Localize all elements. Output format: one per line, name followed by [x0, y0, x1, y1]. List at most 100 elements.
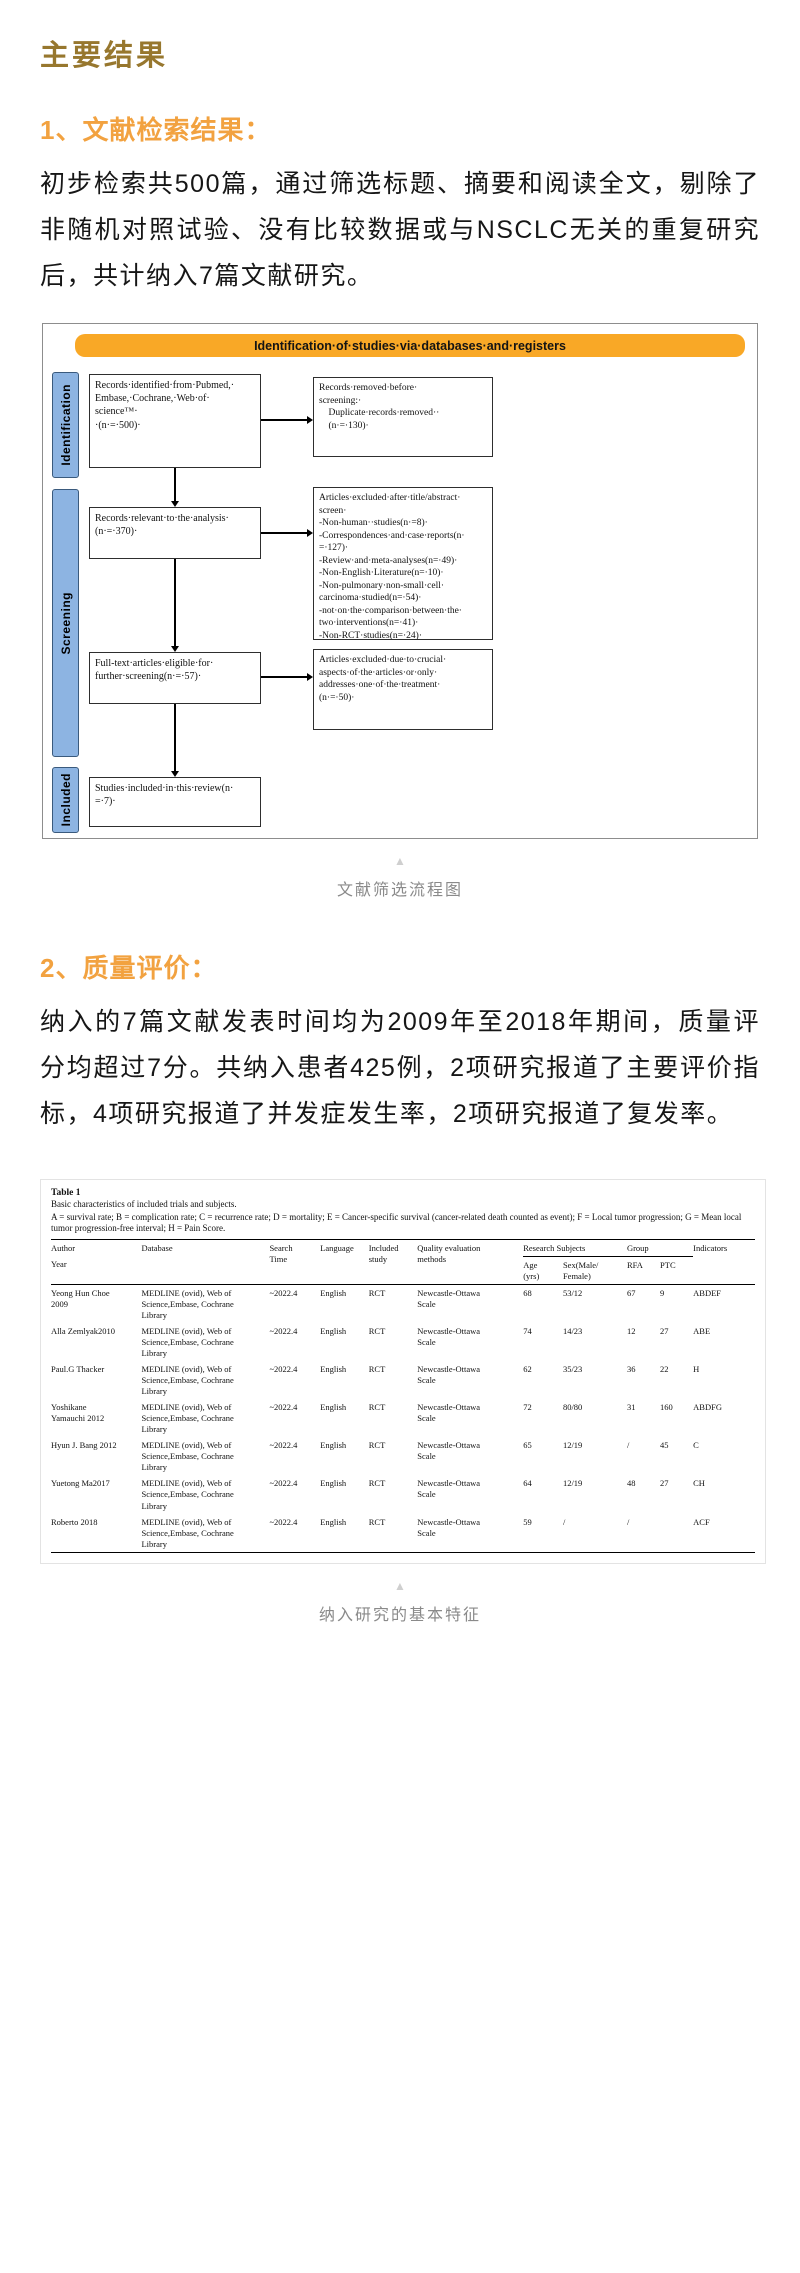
table-cell: ACF — [693, 1516, 710, 1527]
table-cell: English — [320, 1287, 347, 1298]
table-cell: Yuetong Ma2017 — [51, 1478, 110, 1489]
table-row: Yeong Hun Choe 2009 MEDLINE (ovid), Web o… — [51, 1285, 755, 1324]
table-cell: Yeong Hun Choe 2009 — [51, 1287, 110, 1309]
table-cell: English — [320, 1478, 347, 1489]
table-cell: MEDLINE (ovid), Web of Science,Embase, C… — [141, 1325, 234, 1358]
table-row: Paul.G Thacker MEDLINE (ovid), Web of Sci… — [51, 1361, 755, 1399]
table-cell: 31 — [626, 1402, 636, 1413]
table-header: Author Database Search Time Language Inc… — [51, 1239, 755, 1286]
table-cell: RCT — [368, 1478, 386, 1489]
table-cell: ~2022.4 — [269, 1363, 298, 1374]
table-cell: ABDEF — [693, 1287, 722, 1298]
table-cell: English — [320, 1325, 347, 1336]
section1-heading: 1、文献检索结果： — [40, 115, 272, 145]
table-cell: MEDLINE (ovid), Web of Science,Embase, C… — [141, 1287, 234, 1320]
table-cell: ~2022.4 — [269, 1325, 298, 1336]
table-cell: English — [320, 1516, 347, 1527]
section1-paragraph: 初步检索共500篇，通过筛选标题、摘要和阅读全文，剔除了非随机对照试验、没有比较… — [40, 170, 760, 290]
table-cell: 68 — [523, 1287, 532, 1298]
table-cell: / — [562, 1516, 566, 1527]
table-subtitle: Basic characteristics of included trials… — [51, 1199, 237, 1209]
table-cell: RCT — [368, 1402, 386, 1413]
table-cell: Newcastle-Ottawa Scale — [417, 1325, 481, 1347]
table-cell: 62 — [523, 1363, 532, 1374]
flow-box-records-removed: Records·removed·before· screening:· Dupl… — [313, 377, 493, 457]
table-cell: 64 — [523, 1478, 532, 1489]
table1-figure[interactable]: Table 1 Basic characteristics of include… — [40, 1179, 766, 1565]
table-cell: ABE — [693, 1325, 711, 1336]
section2-paragraph: 纳入的7篇文献发表时间均为2009年至2018年期间，质量评分均超过7分。共纳入… — [40, 1008, 760, 1128]
table-cell: Roberto 2018 — [51, 1516, 98, 1527]
flow-arrow-right-3 — [261, 673, 313, 680]
table-legend: A = survival rate; B = complication rate… — [51, 1211, 742, 1234]
table-cell: 22 — [660, 1363, 669, 1374]
table-cell: 36 — [626, 1363, 636, 1374]
col-age: Age (yrs) — [523, 1256, 563, 1286]
table-cell: 65 — [523, 1440, 532, 1451]
flow-box-records-identified: Records·identified·from·Pubmed,· Embase,… — [89, 374, 261, 468]
table-row: Alla Zemlyak2010 MEDLINE (ovid), Web of S… — [51, 1323, 755, 1361]
flow-box-articles-excluded-crucial: Articles·excluded·due·to·crucial· aspect… — [313, 649, 493, 730]
table-cell: Newcastle-Ottawa Scale — [417, 1402, 481, 1424]
table-cell: Alla Zemlyak2010 — [51, 1325, 115, 1336]
table-cell: MEDLINE (ovid), Web of Science,Embase, C… — [141, 1516, 234, 1549]
table-cell: 45 — [660, 1440, 669, 1451]
table-cell: / — [626, 1440, 630, 1451]
table-header-row-2: Year Age (yrs) Sex(Male/ Female) RFA PTC — [51, 1256, 755, 1286]
table-cell: Newcastle-Ottawa Scale — [417, 1440, 481, 1462]
table-cell: 9 — [660, 1287, 665, 1298]
table-cell — [660, 1514, 693, 1553]
stage-included: Included — [52, 767, 79, 833]
table-cell: Newcastle-Ottawa Scale — [417, 1363, 481, 1386]
col-author: Author — [51, 1242, 76, 1253]
table-cell: 53/12 — [562, 1287, 583, 1298]
prisma-flowchart-figure[interactable]: Identification·of·studies·via·databases·… — [42, 323, 758, 839]
col-rfa: RFA — [626, 1256, 661, 1286]
flow-box-articles-excluded-screen: Articles·excluded·after·title/abstract· … — [313, 487, 493, 640]
flow-arrow-right-1 — [261, 416, 313, 423]
table-cell: CH — [693, 1478, 705, 1489]
table-cell: ~2022.4 — [269, 1287, 298, 1298]
table-cell: 74 — [523, 1325, 532, 1336]
flowchart-title-bar: Identification·of·studies·via·databases·… — [75, 334, 745, 357]
table-cell: Yoshikane Yamauchi 2012 — [51, 1402, 105, 1424]
flow-arrow-down-2 — [171, 559, 178, 652]
table-cell: RCT — [368, 1440, 386, 1451]
stage-screening-label: Screening — [58, 591, 73, 655]
table-cell: MEDLINE (ovid), Web of Science,Embase, C… — [141, 1363, 234, 1397]
section2-heading: 2、质量评价： — [40, 953, 218, 983]
table-cell: 27 — [660, 1478, 669, 1489]
flow-arrow-right-2 — [261, 529, 313, 536]
flow-arrow-down-3 — [171, 704, 178, 777]
table-cell: 67 — [626, 1287, 636, 1298]
table-cell: 12/19 — [562, 1478, 583, 1489]
table-cell: H — [693, 1363, 700, 1374]
table-cell: 80/80 — [562, 1402, 583, 1413]
table-cell: 160 — [660, 1402, 673, 1413]
table-cell: ~2022.4 — [269, 1440, 298, 1451]
flow-box-records-relevant: Records·relevant·to·the·analysis· (n·=·3… — [89, 507, 261, 559]
table-row: Yoshikane Yamauchi 2012 MEDLINE (ovid), W… — [51, 1400, 755, 1438]
table-cell: 72 — [523, 1402, 532, 1413]
col-language: Language — [320, 1239, 369, 1286]
table-cell: ~2022.4 — [269, 1478, 298, 1489]
table-cell: 27 — [660, 1325, 669, 1336]
col-indicators: Indicators — [693, 1239, 755, 1286]
col-group: Group — [626, 1239, 694, 1258]
figure1-caption: 文献筛选流程图 — [336, 882, 463, 899]
table-cell: Paul.G Thacker — [51, 1363, 105, 1374]
table-cell: / — [626, 1516, 630, 1527]
col-quality-methods: Quality evaluation methods — [417, 1239, 524, 1286]
col-sex: Sex(Male/ Female) — [562, 1256, 627, 1286]
table-cell: 14/23 — [562, 1325, 583, 1336]
col-year: Year — [51, 1256, 142, 1286]
table-cell: RCT — [368, 1363, 386, 1374]
table-cell: 59 — [523, 1516, 532, 1527]
figure1-caption-block: ▲ 文献筛选流程图 — [40, 855, 760, 900]
flow-box-studies-included: Studies·included·in·this·review(n· =·7)· — [89, 777, 261, 827]
table-cell: C — [693, 1440, 699, 1451]
table-cell: 12/19 — [562, 1440, 583, 1451]
table-cell: MEDLINE (ovid), Web of Science,Embase, C… — [141, 1402, 234, 1435]
col-ptc: PTC — [660, 1256, 694, 1286]
